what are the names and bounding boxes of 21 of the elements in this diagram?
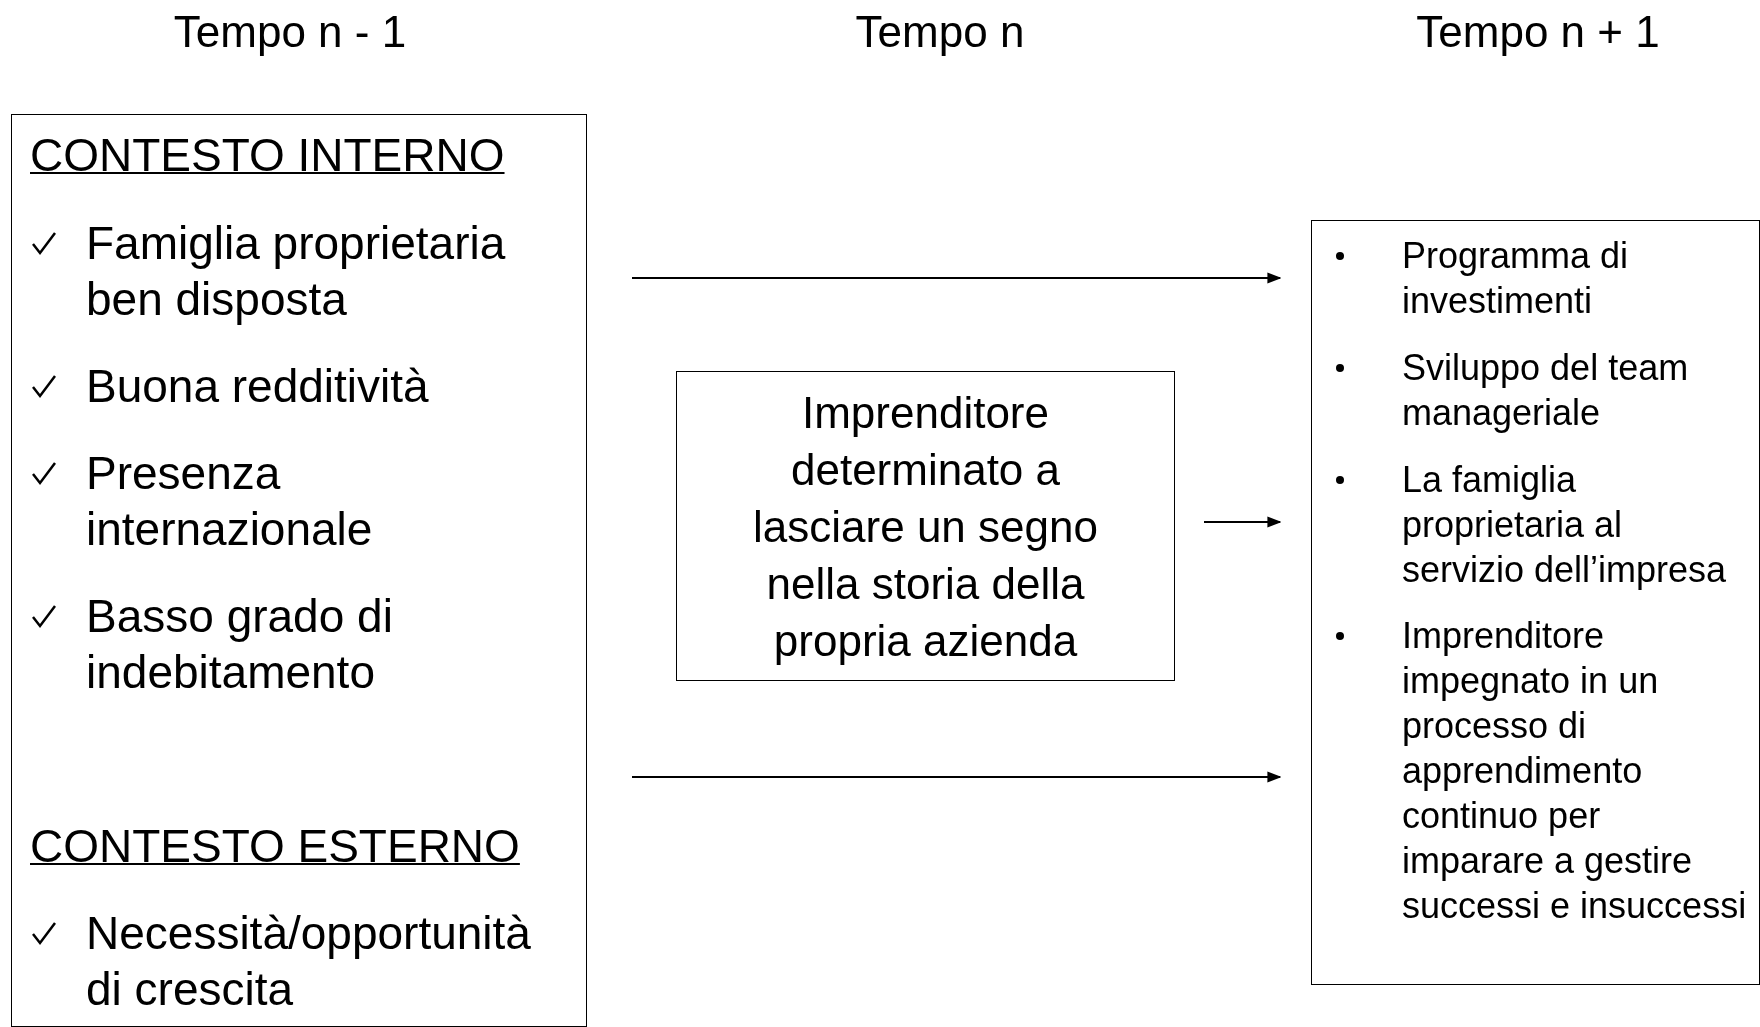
arrow: [1203, 516, 1282, 528]
arrow: [631, 272, 1282, 284]
node-text: Imprenditore determinato a lasciare un segno nella storia della propria azienda: [752, 386, 1099, 667]
section-heading: CONTESTO ESTERNO: [30, 819, 520, 874]
time-heading: Tempo n - 1: [173, 6, 407, 58]
list-item: Buona redditività: [86, 359, 430, 414]
process-box: [676, 371, 1175, 681]
arrow: [631, 771, 1282, 783]
outcome-box: [1311, 220, 1760, 985]
list-item: Famiglia proprietaria ben disposta: [86, 216, 507, 327]
time-heading: Tempo n: [855, 6, 1025, 58]
list-item: Programma di investimenti: [1402, 234, 1630, 323]
list-item: Sviluppo del team manageriale: [1402, 346, 1690, 435]
list-item: La famiglia proprietaria al servizio dell’impresa: [1402, 458, 1728, 592]
list-item: Presenza internazionale: [86, 446, 374, 557]
section-heading: CONTESTO INTERNO: [30, 128, 505, 183]
list-item: Necessità/opportunità di crescita: [86, 906, 532, 1017]
list-item: Imprenditore impegnato in un processo di apprendimento continuo per imparare a gestire successi e insuccessi: [1402, 614, 1747, 928]
context-box: [11, 114, 587, 1027]
list-item: Basso grado di indebitamento: [86, 589, 394, 700]
time-heading: Tempo n + 1: [1416, 6, 1660, 58]
